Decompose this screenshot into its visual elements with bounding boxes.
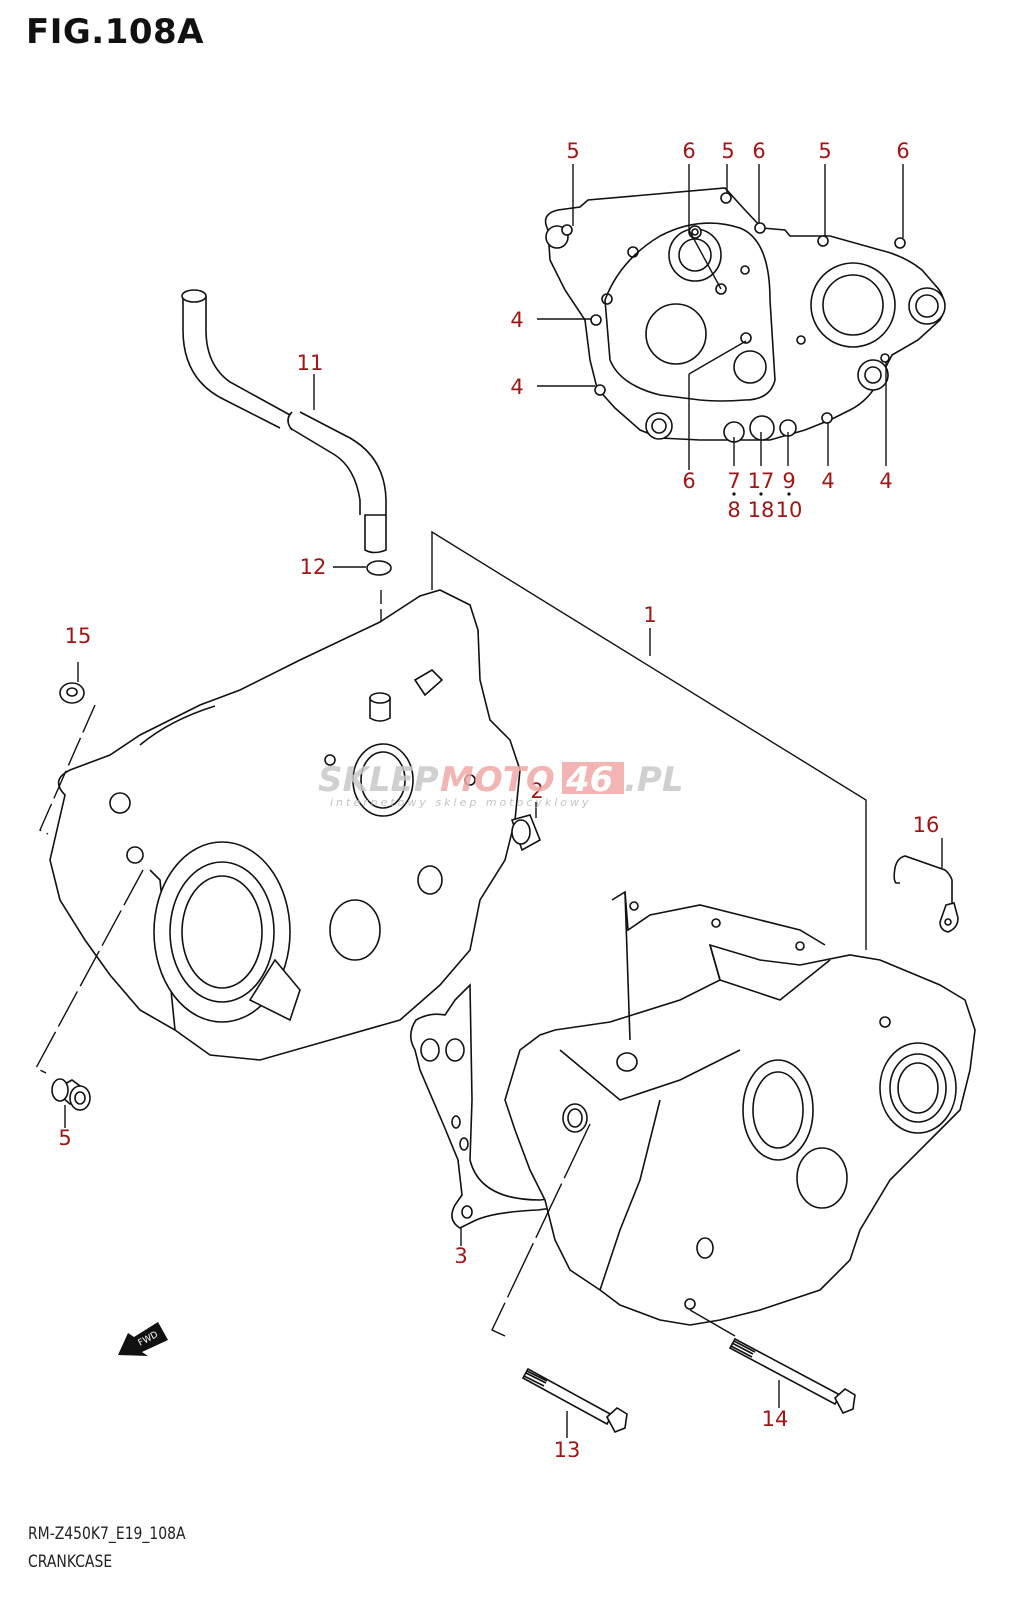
assembly-line-13 — [491, 1123, 591, 1337]
callout-12[interactable]: 12 — [300, 555, 327, 579]
bracket-1 — [431, 530, 867, 950]
watermark: SKLEP MOTO 46 .PL internetowy sklep moto… — [318, 760, 684, 809]
dowel-pin-2 — [510, 814, 542, 852]
watermark-46: 46 — [565, 760, 613, 800]
callout-5-b[interactable]: 5 — [721, 139, 734, 163]
callout-14[interactable]: 14 — [762, 1407, 789, 1431]
assembly-line-14 — [689, 1309, 736, 1337]
callout-3[interactable]: 3 — [454, 1244, 467, 1268]
stud-bolt-14 — [728, 1337, 856, 1415]
separator-dot — [759, 492, 763, 496]
watermark-sklep: SKLEP — [318, 760, 439, 800]
callout-6-c[interactable]: 6 — [896, 139, 909, 163]
callout-16[interactable]: 16 — [913, 813, 940, 837]
watermark-pl: .PL — [624, 760, 684, 800]
callout-7[interactable]: 7 — [727, 469, 740, 493]
callout-4-b[interactable]: 4 — [510, 375, 523, 399]
callout-4-a[interactable]: 4 — [510, 308, 523, 332]
callout-5-a[interactable]: 5 — [566, 139, 579, 163]
callout-1[interactable]: 1 — [643, 603, 656, 627]
callout-13[interactable]: 13 — [554, 1438, 581, 1462]
callout-10[interactable]: 10 — [776, 498, 803, 522]
fwd-arrow-badge: FWD — [118, 1322, 168, 1356]
callout-5-d[interactable]: 5 — [58, 1126, 71, 1150]
figure-code: RM-Z450K7_E19_108A — [28, 1524, 186, 1544]
dowel-5 — [51, 1078, 91, 1111]
figure-name: CRANKCASE — [28, 1552, 113, 1572]
plug-15 — [59, 682, 85, 704]
clamp-16 — [893, 855, 959, 933]
top-view-leaders — [537, 164, 904, 470]
left-crankcase-half — [49, 589, 521, 1061]
callout-4-d[interactable]: 4 — [879, 469, 892, 493]
figure-title: FIG.108A — [26, 12, 204, 52]
callout-8[interactable]: 8 — [727, 498, 740, 522]
callout-4-c[interactable]: 4 — [821, 469, 834, 493]
separator-dot — [732, 492, 736, 496]
separator-dot — [787, 492, 791, 496]
watermark-moto: MOTO — [440, 760, 555, 800]
callout-17[interactable]: 17 — [748, 469, 775, 493]
callout-2[interactable]: 2 — [530, 779, 543, 803]
callout-15[interactable]: 15 — [65, 624, 92, 648]
crankcase-bolt-layout-view — [544, 187, 946, 443]
callout-11[interactable]: 11 — [297, 351, 324, 375]
callout-6-b[interactable]: 6 — [752, 139, 765, 163]
watermark-subtitle: internetowy sklep motocyklowy — [330, 796, 592, 809]
right-crankcase-half — [504, 890, 976, 1326]
assembly-line-15 — [39, 704, 96, 835]
stud-bolt-13 — [521, 1367, 628, 1434]
callout-6-d[interactable]: 6 — [682, 469, 695, 493]
assembly-line-5 — [35, 869, 144, 1074]
callout-5-c[interactable]: 5 — [818, 139, 831, 163]
watermark-46-box — [562, 762, 624, 794]
callout-9[interactable]: 9 — [782, 469, 795, 493]
breather-hose — [181, 289, 387, 554]
gasket-3 — [409, 983, 557, 1229]
callout-6-a[interactable]: 6 — [682, 139, 695, 163]
callout-18[interactable]: 18 — [748, 498, 775, 522]
clamp-12 — [366, 560, 392, 576]
